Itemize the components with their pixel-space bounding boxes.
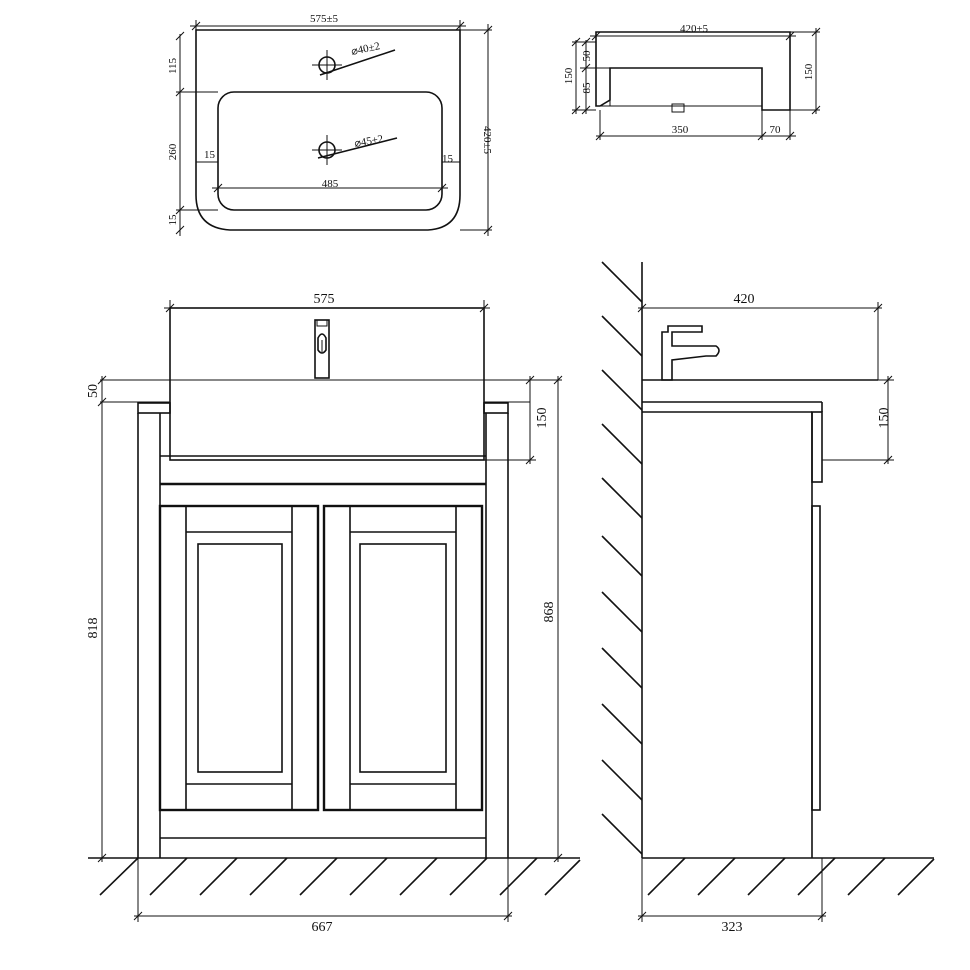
top-bowl-depth-label: 260 [167,143,179,160]
front-basin-height-label: 150 [535,408,550,429]
top-depth-label: 420±5 [481,126,493,155]
waste-hole-label: ⌀45±2 [353,133,384,150]
vanity-front-view: 575 50 818 150 868 667 [86,292,581,935]
front-worktop-label: 50 [86,384,101,398]
section-inner-label: 85 [581,82,593,94]
front-floor-hatch [99,857,581,896]
left-door [158,504,320,812]
basin-top-view: ⌀40±2 ⌀45±2 575±5 420±5 115 260 15 [167,13,493,236]
right-door [322,504,484,812]
side-basin-depth-label: 420 [734,292,755,307]
front-top-left [137,402,171,414]
waste-hole-leader [317,137,398,159]
wall-hatch [601,261,643,855]
front-basin-width-label: 575 [314,292,335,307]
section-depth-label: 420±5 [680,23,709,35]
front-overall-width-label: 667 [312,920,333,935]
right-door-panel [359,543,447,773]
tap-hole-leader [319,49,396,76]
top-width-label: 575±5 [310,13,339,25]
side-cabinet-depth-label: 323 [722,920,743,935]
waste-outlet [671,103,685,113]
right-door-stile-left [323,505,351,811]
front-top-right [483,402,509,414]
side-basin-height-label: 150 [877,408,892,429]
right-door-stile-right [455,505,483,811]
section-height-right-label: 150 [803,63,815,80]
basin-outline [195,29,461,231]
front-tap-handle [317,333,327,354]
section-top-thickness-label: 50 [581,50,593,62]
front-cabinet-height-label: 818 [86,618,101,639]
section-overhang-label: 70 [770,124,782,136]
side-floor-hatch [647,857,935,896]
front-total-height-label: 868 [542,602,557,623]
side-tap [661,325,720,381]
section-height-left-label: 150 [563,67,575,84]
section-outline [595,31,791,111]
bowl-outline [217,91,443,211]
bowl-width-label: 485 [322,178,339,190]
tap-hole-label: ⌀40±2 [350,40,381,58]
side-basin-front [811,411,823,483]
left-rim-label: 15 [204,149,216,161]
side-door-edge [811,505,821,811]
top-front-label: 15 [167,214,179,226]
right-rim-label: 15 [442,153,454,165]
section-base-label: 350 [672,124,689,136]
front-basin [169,307,485,461]
left-door-stile-right [291,505,319,811]
basin-side-section: 420±5 150 50 85 150 350 70 [563,23,821,141]
top-back-label: 115 [167,57,179,74]
vanity-side-view: 420 150 323 [601,261,935,935]
left-door-stile-left [159,505,187,811]
left-door-panel [197,543,283,773]
